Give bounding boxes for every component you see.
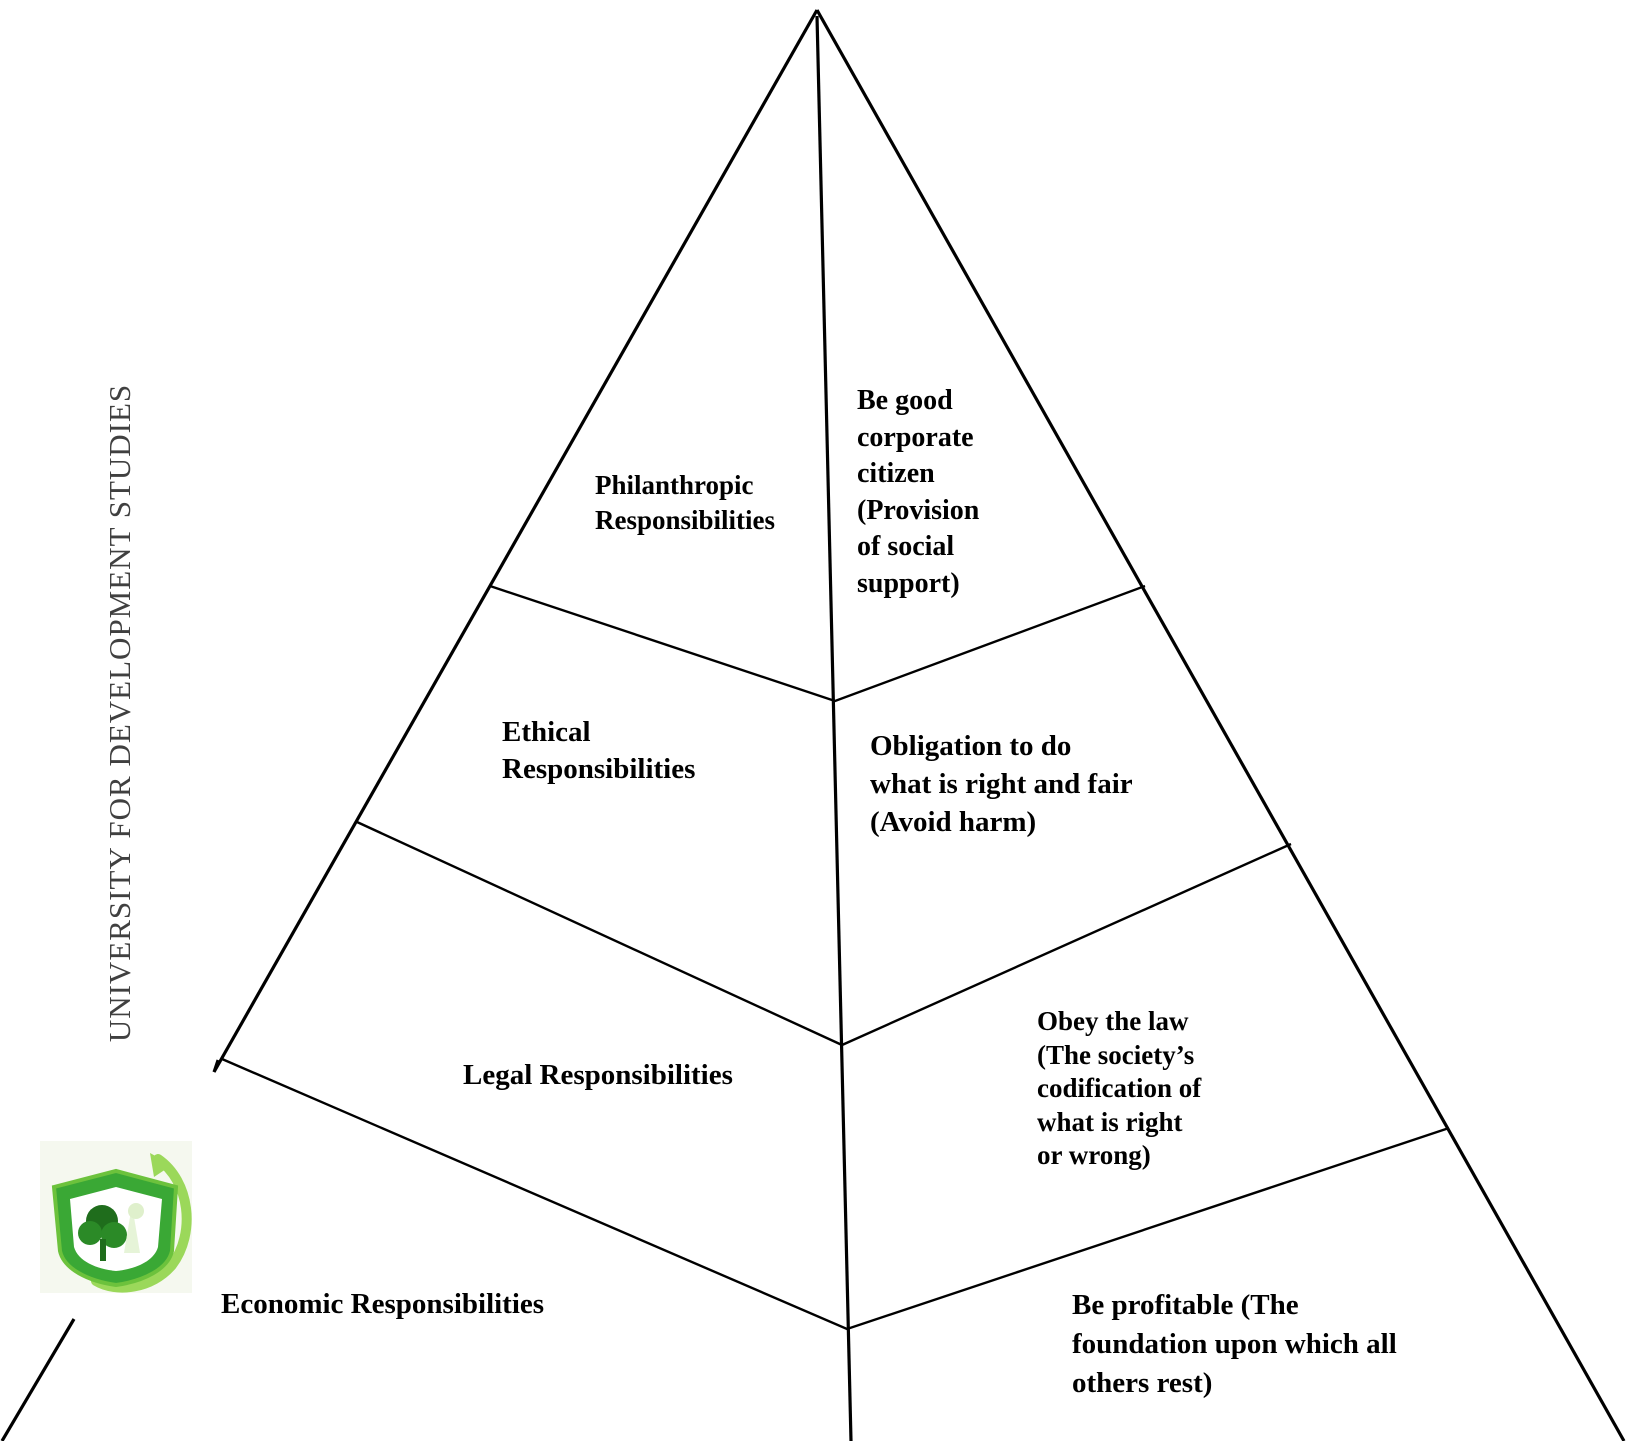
level-description-line: of social [857, 531, 955, 562]
level-description-line: what is right and fair [870, 768, 1133, 800]
level-label-line: Ethical [502, 716, 591, 748]
level-description-line: or wrong) [1037, 1140, 1151, 1170]
pyramid-left-edge-upper [212, 9, 819, 1073]
level-description-legal: Obey the law (The society’s codification… [1037, 1005, 1201, 1173]
pyramid-left-edge-lower [0, 1318, 76, 1441]
pyramid-center-divider [815, 15, 853, 1441]
level-description-philanthropic: Be good corporate citizen (Provision of … [857, 383, 979, 602]
level-description-line: Obligation to do [870, 730, 1072, 762]
level-label-economic: Economic Responsibilities [221, 1286, 544, 1323]
level-description-line: Obey the law [1037, 1006, 1189, 1036]
level-label-line: Philanthropic [595, 470, 754, 500]
separator-philanthropic-ethical [489, 584, 1146, 703]
level-label-ethical: Ethical Responsibilities [502, 714, 695, 788]
level-label-line: Responsibilities [502, 753, 696, 785]
level-description-line: corporate [857, 421, 974, 453]
left-edge-tick [212, 1059, 220, 1073]
level-description-line: Be good [857, 385, 953, 416]
level-label-line: Legal Responsibilities [463, 1059, 733, 1091]
level-description-line: citizen [857, 458, 935, 489]
separator-ethical-legal [356, 820, 1292, 1047]
level-description-line: (The society’s [1037, 1039, 1195, 1070]
level-label-line: Economic Responsibilities [221, 1288, 545, 1320]
level-description-economic: Be profitable (The foundation upon which… [1072, 1286, 1397, 1403]
level-label-line: Responsibilities [595, 505, 776, 535]
separator-legal-economic [221, 1057, 1450, 1331]
level-description-ethical: Obligation to do what is right and fair … [870, 727, 1133, 841]
level-description-line: support) [857, 567, 960, 599]
level-description-line: (Avoid harm) [870, 806, 1037, 838]
level-description-line: foundation upon which all [1072, 1328, 1397, 1360]
level-label-philanthropic: Philanthropic Responsibilities [595, 468, 775, 538]
level-description-line: what is right [1037, 1106, 1183, 1137]
university-watermark-text: UNIVERSITY FOR DEVELOPMENT STUDIES [102, 383, 137, 1043]
university-crest-icon [40, 1141, 192, 1293]
level-description-line: Be profitable (The [1072, 1289, 1299, 1321]
level-label-legal: Legal Responsibilities [463, 1057, 733, 1094]
level-description-line: codification of [1037, 1073, 1202, 1103]
level-description-line: others rest) [1072, 1367, 1213, 1399]
pyramid-right-edge [815, 9, 1626, 1441]
level-description-line: (Provision [857, 494, 980, 526]
